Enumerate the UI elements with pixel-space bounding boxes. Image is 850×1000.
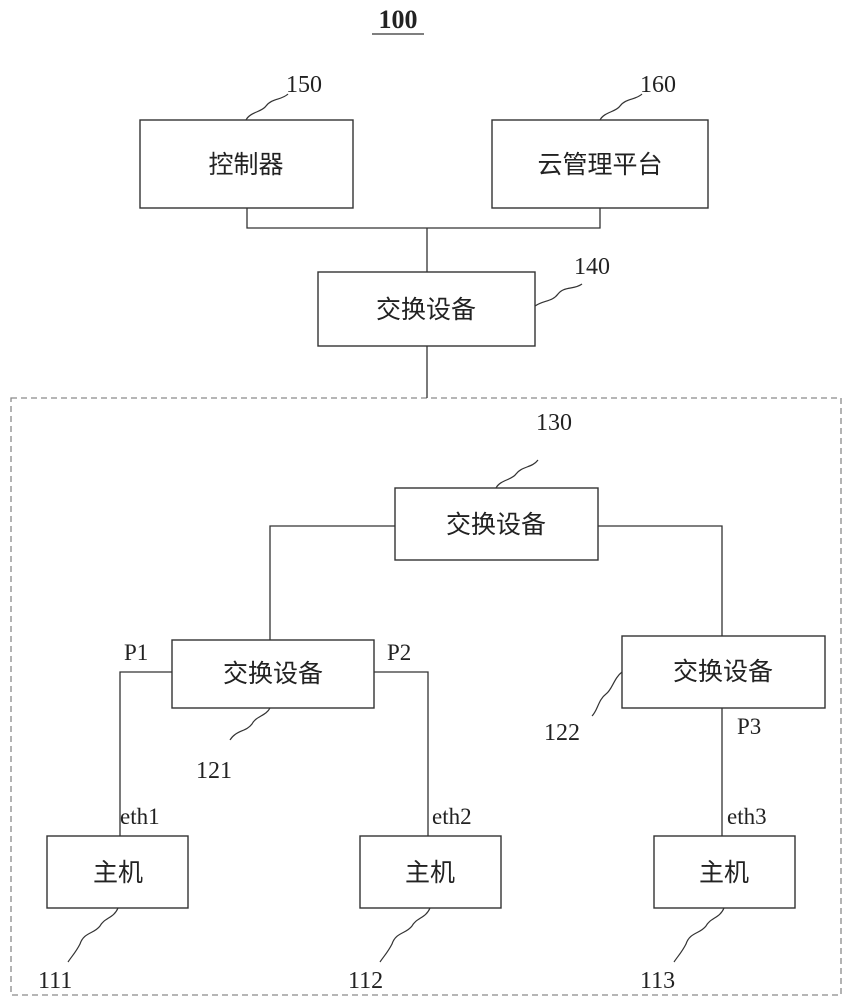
controller-ref: 150 xyxy=(286,72,322,98)
port-p1-label: P1 xyxy=(124,640,148,665)
host-111-node: 主机 111 xyxy=(38,835,189,994)
core-to-left-switch xyxy=(269,525,395,640)
right-switch-ref: 122 xyxy=(544,720,580,746)
host-111-leader xyxy=(67,907,119,963)
host-111-box xyxy=(46,835,189,909)
port-eth1-label: eth1 xyxy=(120,804,160,829)
controller-label: 控制器 xyxy=(208,150,283,179)
network-boundary xyxy=(10,397,842,996)
right-switch-box xyxy=(621,635,826,709)
right-switch-node: 交换设备 122 xyxy=(544,635,826,746)
host-112-label: 主机 xyxy=(405,858,455,887)
port-eth3-label: eth3 xyxy=(727,804,767,829)
left-switch-label: 交换设备 xyxy=(223,659,323,688)
core-switch-leader xyxy=(495,459,539,489)
top-switch-ref: 140 xyxy=(574,254,610,280)
top-switch-label: 交换设备 xyxy=(376,295,476,324)
controller-node: 控制器 150 xyxy=(139,72,354,209)
host-113-node: 主机 113 xyxy=(640,835,796,994)
cloud-platform-node: 云管理平台 160 xyxy=(491,72,709,209)
host-113-ref: 113 xyxy=(640,968,675,994)
cloud-platform-box xyxy=(491,119,709,209)
right-switch-leader xyxy=(591,671,623,717)
core-switch-node: 交换设备 130 xyxy=(394,410,599,561)
host-112-leader xyxy=(379,907,431,963)
left-switch-node: 交换设备 121 xyxy=(171,639,375,784)
top-switch-box xyxy=(317,271,536,347)
host-113-label: 主机 xyxy=(699,858,749,887)
core-to-right-switch xyxy=(598,525,723,636)
left-switch-ref: 121 xyxy=(196,758,232,784)
core-switch-box xyxy=(394,487,599,561)
cloud-platform-leader xyxy=(599,93,643,121)
controller-leader xyxy=(245,93,289,121)
core-switch-label: 交换设备 xyxy=(446,510,546,539)
controller-uplink xyxy=(246,208,601,229)
left-switch-p2-to-host2 xyxy=(374,671,429,836)
host-113-leader xyxy=(673,907,725,963)
port-eth2-label: eth2 xyxy=(432,804,472,829)
right-switch-label: 交换设备 xyxy=(673,657,773,686)
core-switch-ref: 130 xyxy=(536,410,572,436)
left-switch-box xyxy=(171,639,375,709)
cloud-platform-label: 云管理平台 xyxy=(537,150,662,179)
host-112-box xyxy=(359,835,502,909)
host-111-ref: 111 xyxy=(38,968,72,994)
port-p2-label: P2 xyxy=(387,640,411,665)
host-111-label: 主机 xyxy=(93,858,143,887)
host-112-node: 主机 112 xyxy=(348,835,502,994)
left-switch-leader xyxy=(229,707,271,741)
top-switch-node: 交换设备 140 xyxy=(317,254,610,347)
host-113-box xyxy=(653,835,796,909)
left-switch-p1-to-host1 xyxy=(119,671,172,836)
port-p3-label: P3 xyxy=(737,714,761,739)
figure-number: 100 xyxy=(379,5,418,34)
connection-lines xyxy=(119,208,723,836)
cloud-platform-ref: 160 xyxy=(640,72,676,98)
top-switch-leader xyxy=(534,283,583,307)
host-112-ref: 112 xyxy=(348,968,383,994)
